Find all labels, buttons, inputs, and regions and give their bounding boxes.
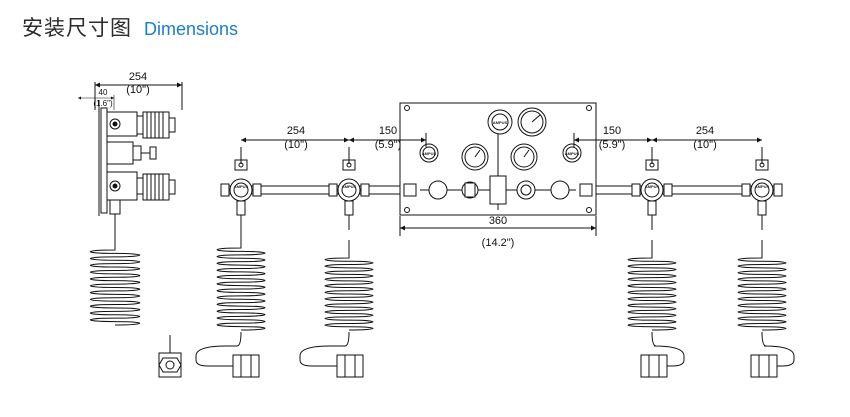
regulator-body bbox=[337, 178, 361, 202]
coil-tail-tube bbox=[195, 331, 242, 367]
panel-to-right-value: 150 bbox=[603, 125, 621, 137]
stem-fitting bbox=[344, 200, 354, 216]
dimension-lines bbox=[240, 133, 763, 236]
nut-fitting bbox=[232, 354, 260, 378]
spring-coil bbox=[627, 240, 677, 331]
station-right-1 bbox=[631, 159, 673, 230]
regulator-body bbox=[640, 178, 664, 202]
inlet-fitting bbox=[741, 183, 751, 197]
coil-left-2 bbox=[299, 240, 374, 378]
regulator-dial bbox=[644, 182, 660, 198]
stem-fitting bbox=[757, 200, 767, 216]
left-spacing-inch: (10") bbox=[284, 139, 307, 151]
inlet-fitting bbox=[631, 183, 641, 197]
spring-coil bbox=[90, 232, 140, 326]
station-left-2 bbox=[328, 159, 370, 230]
side-view bbox=[78, 82, 183, 236]
outlet-fitting bbox=[360, 183, 370, 197]
left-to-panel-inch: (5.9") bbox=[375, 139, 402, 151]
coil-tail-tube bbox=[644, 331, 685, 367]
panel-width-value: 360 bbox=[489, 215, 507, 227]
regulator-brand-label: AMPUS bbox=[755, 184, 770, 189]
regulator-brand-label: AMPUS bbox=[234, 184, 249, 189]
regulator-dial bbox=[754, 182, 770, 198]
page-title-english: Dimensions bbox=[144, 19, 239, 39]
outlet-fitting bbox=[663, 183, 673, 197]
inlet-fitting bbox=[328, 183, 338, 197]
regulator-brand-label: AMPUS bbox=[565, 151, 580, 156]
nut-fitting bbox=[336, 354, 364, 378]
coil-tail-tube bbox=[754, 331, 795, 367]
spring-coil bbox=[216, 230, 266, 331]
coil-left-1 bbox=[195, 230, 266, 378]
station-left-1 bbox=[220, 159, 262, 230]
stem-fitting bbox=[647, 200, 657, 216]
control-panel bbox=[399, 102, 597, 216]
left-spacing-value: 254 bbox=[287, 125, 305, 137]
coil-tail-tube bbox=[299, 331, 350, 367]
side-width-value: 254 bbox=[129, 71, 147, 83]
stem-fitting bbox=[236, 200, 246, 216]
page-header: 安装尺寸图 Dimensions bbox=[22, 12, 238, 42]
right-spacing-inch: (10") bbox=[693, 139, 716, 151]
regulator-body bbox=[750, 178, 774, 202]
outlet-fitting bbox=[773, 183, 783, 197]
panel-to-right-inch: (5.9") bbox=[599, 139, 626, 151]
right-spacing-value: 254 bbox=[696, 125, 714, 137]
regulator-dial bbox=[233, 182, 249, 198]
side-offset-value: 40 bbox=[99, 88, 108, 97]
side-width-inch: (10") bbox=[126, 84, 149, 96]
nut-fitting bbox=[750, 354, 778, 378]
station-right-2 bbox=[741, 159, 783, 230]
nut-fitting bbox=[640, 354, 668, 378]
regulator-body bbox=[229, 178, 253, 202]
outlet-fitting bbox=[252, 183, 262, 197]
regulator-dial bbox=[341, 182, 357, 198]
regulator-brand-label: AMPUS bbox=[342, 184, 357, 189]
side-offset-inch: (1.6") bbox=[93, 99, 113, 108]
left-to-panel-value: 150 bbox=[379, 125, 397, 137]
regulator-brand-label: AMPUS bbox=[493, 120, 508, 125]
side-nut-fitting bbox=[158, 335, 182, 378]
inlet-fitting bbox=[220, 183, 230, 197]
page-title-chinese: 安装尺寸图 bbox=[22, 16, 132, 40]
regulator-brand-label: AMPUS bbox=[645, 184, 660, 189]
panel-width-inch: (14.2") bbox=[482, 237, 515, 249]
spring-coil bbox=[737, 240, 787, 331]
side-coil bbox=[90, 232, 140, 326]
coil-right-1 bbox=[627, 240, 685, 378]
regulator-brand-label: AMPUS bbox=[422, 151, 437, 156]
coil-right-2 bbox=[737, 240, 795, 378]
spring-coil bbox=[324, 240, 374, 331]
